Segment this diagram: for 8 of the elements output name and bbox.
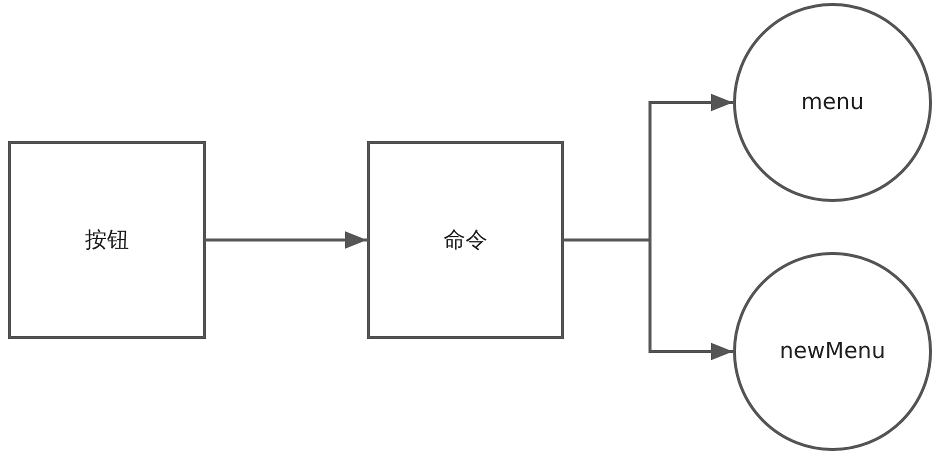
arrow — [564, 238, 733, 360]
node-label: 命令 — [444, 227, 488, 255]
node-label: newMenu — [780, 339, 886, 364]
process-box — [8, 141, 206, 339]
node-label: menu — [801, 90, 864, 115]
process-box — [367, 141, 564, 339]
arrow — [206, 231, 367, 249]
node-label: 按钮 — [85, 227, 129, 255]
